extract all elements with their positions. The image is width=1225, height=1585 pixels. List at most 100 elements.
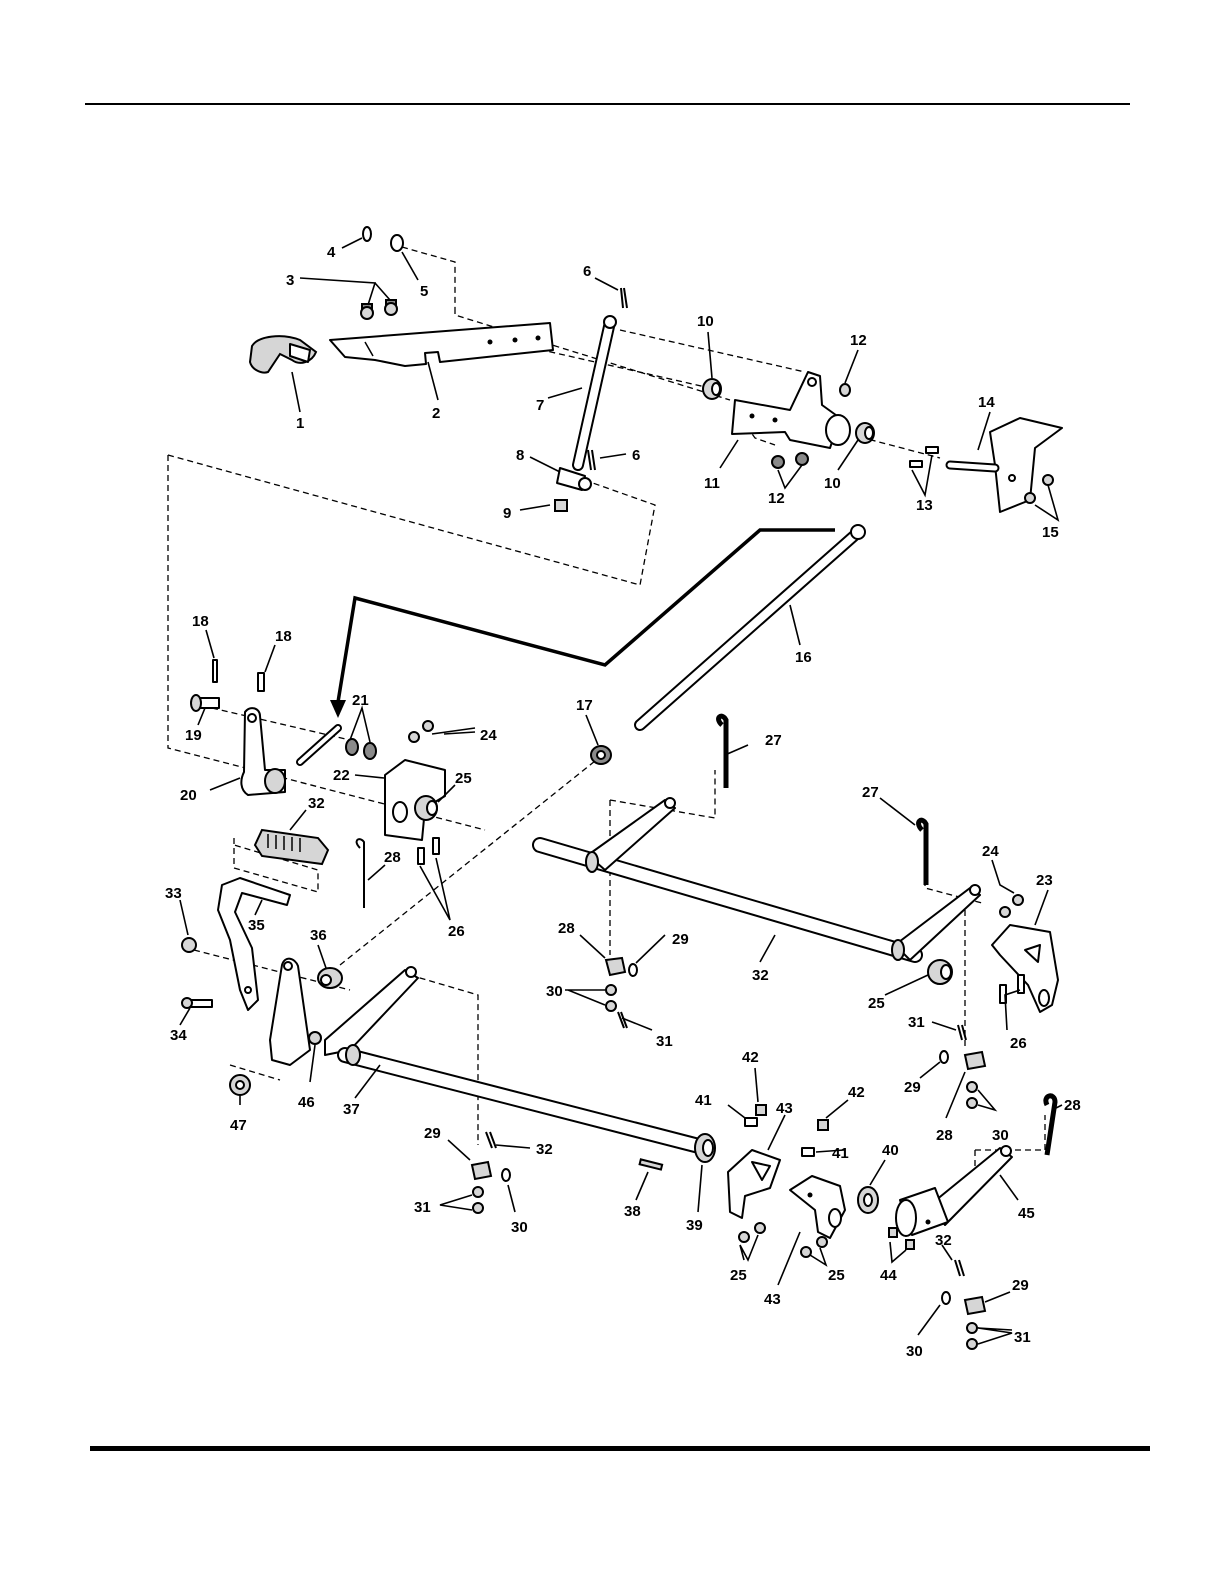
part-set-screw — [906, 1240, 914, 1249]
part-bushing — [703, 379, 721, 399]
part-pin — [213, 660, 217, 682]
callout-38: 36 — [310, 927, 327, 944]
callout-20: 18 — [275, 628, 292, 645]
part-side-bracket — [270, 959, 321, 1065]
callout-32: 32 — [935, 1232, 952, 1249]
callout-21: 19 — [185, 727, 202, 744]
part-washer — [629, 964, 637, 976]
part-bushing — [695, 1134, 715, 1162]
callout-30: 30 — [906, 1343, 923, 1360]
callout-25: 24 — [480, 727, 497, 744]
part-nut — [423, 721, 433, 731]
part-flange-nut — [230, 1075, 250, 1095]
callout-31: 30 — [992, 1127, 1009, 1144]
part-nut — [796, 453, 808, 465]
part-washer — [346, 739, 358, 755]
callout-42: 41 — [695, 1092, 712, 1109]
callout-17: 16 — [795, 649, 812, 666]
callout-6: 6 — [583, 263, 591, 280]
callout-29: 28 — [558, 920, 575, 937]
part-bracket — [790, 1176, 845, 1238]
part-bolts — [361, 300, 397, 319]
callout-32: 32 — [536, 1141, 553, 1158]
callout-4: 4 — [327, 244, 336, 261]
part-washer — [391, 235, 403, 251]
part-swivel — [557, 468, 591, 490]
part-long-rod — [640, 525, 865, 725]
callout-28: 28 — [384, 849, 401, 866]
part-cotter-pin — [621, 288, 627, 308]
callout-10: 10 — [697, 313, 714, 330]
callout-18: 17 — [576, 697, 593, 714]
callout-2: 2 — [432, 405, 440, 422]
callout-44: 43 — [776, 1100, 793, 1117]
part-cross-shaft — [325, 967, 695, 1145]
callout-27: 26 — [1010, 1035, 1027, 1052]
callout-25: 25 — [828, 1267, 845, 1284]
part-nut — [1000, 907, 1010, 917]
part-swivel-block — [965, 1297, 985, 1314]
part-swivel-block — [472, 1162, 491, 1179]
part-bolt — [182, 998, 212, 1008]
callout-5: 5 — [420, 283, 428, 300]
callout-18: 47 — [230, 1117, 247, 1134]
part-cotter-pin — [588, 450, 595, 470]
part-nut — [409, 732, 419, 742]
part-cotter-pin — [486, 1132, 496, 1148]
part-hair-pin — [919, 820, 926, 885]
callout-46: 44 — [880, 1267, 897, 1284]
callout-7: 7 — [536, 397, 544, 414]
callout-28: 27 — [862, 784, 879, 801]
part-set-screw — [889, 1228, 897, 1237]
callout-35: 33 — [165, 885, 182, 902]
part-nut — [182, 938, 196, 952]
callout-39: 37 — [343, 1101, 360, 1118]
part-washer — [364, 743, 376, 759]
part-lever — [330, 323, 553, 366]
part-swivel-block — [606, 958, 625, 975]
callout-6: 6 — [632, 447, 640, 464]
part-washer — [502, 1169, 510, 1181]
part-pedal-pad — [255, 830, 328, 864]
callout-28: 27 — [765, 732, 782, 749]
callout-30: 29 — [672, 931, 689, 948]
part-nut — [801, 1247, 811, 1257]
callout-31: 31 — [414, 1199, 431, 1216]
part-bracket — [728, 1150, 780, 1218]
callout-22: 20 — [180, 787, 197, 804]
part-bracket — [385, 760, 445, 840]
callout-36: 34 — [170, 1027, 187, 1044]
part-bushing — [415, 796, 437, 820]
part-hair-pin — [719, 716, 726, 788]
part-key — [640, 1159, 663, 1169]
part-screw — [818, 1120, 828, 1130]
callout-28: 28 — [1064, 1097, 1081, 1114]
part-cotter-pin — [958, 1025, 966, 1040]
callout-29: 29 — [1012, 1277, 1029, 1294]
part-bolt — [418, 848, 424, 864]
part-collar — [318, 968, 342, 988]
callout-27: 26 — [448, 923, 465, 940]
callout-31: 30 — [546, 983, 563, 1000]
part-nuts — [473, 985, 977, 1349]
part-swivel-block — [965, 1052, 985, 1069]
callout-32: 31 — [908, 1014, 925, 1031]
part-bolt — [433, 838, 439, 854]
callout-41: 40 — [882, 1142, 899, 1159]
part-mounting-plate — [950, 418, 1062, 512]
callout-43: 42 — [742, 1049, 759, 1066]
callout-25: 24 — [982, 843, 999, 860]
callout-40: 38 — [624, 1203, 641, 1220]
callout-42: 41 — [832, 1145, 849, 1162]
part-bolt — [745, 1118, 757, 1126]
callout-26: 25 — [868, 995, 885, 1012]
part-nut — [772, 456, 784, 468]
callout-11: 11 — [704, 475, 720, 492]
callout-43: 42 — [848, 1084, 865, 1101]
callout-10: 10 — [824, 475, 841, 492]
callout-47: 45 — [1018, 1205, 1035, 1222]
part-bushing — [856, 423, 874, 443]
part-nut — [755, 1223, 765, 1233]
callout-30: 30 — [511, 1219, 528, 1236]
